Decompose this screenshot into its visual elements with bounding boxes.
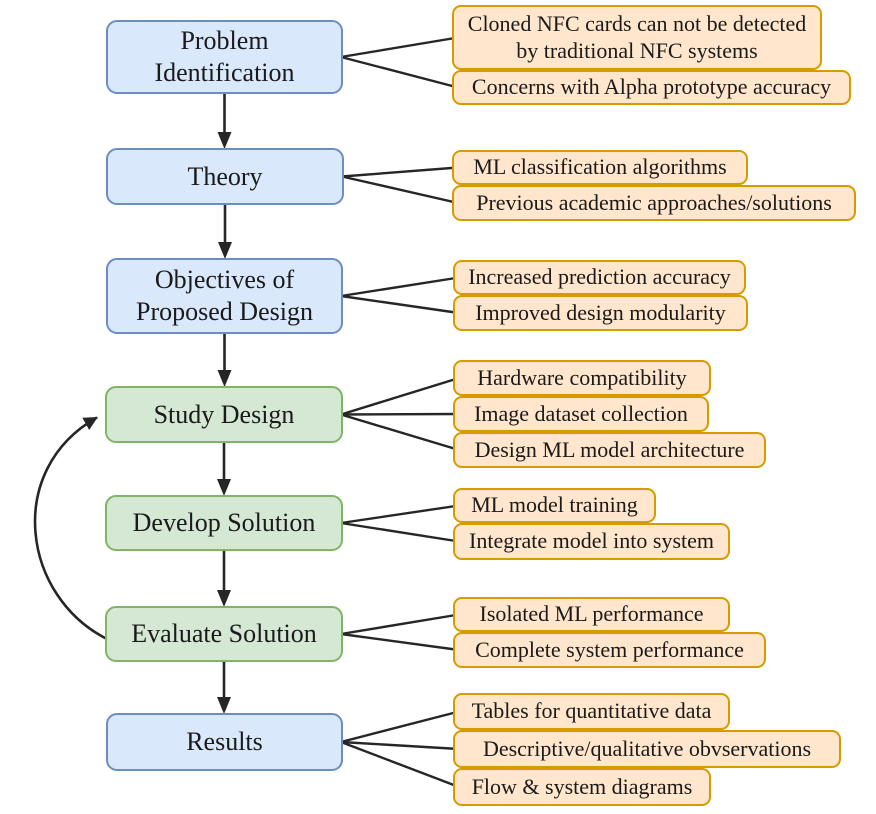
- stage-branch-connector: [340, 413, 460, 452]
- branch-integrate-model: Integrate model into system: [453, 523, 730, 560]
- stage-problem-identification: Problem Identification: [106, 20, 343, 94]
- branch-descriptive: Descriptive/qualitative obvservations: [453, 730, 841, 768]
- branch-previous-academic: Previous academic approaches/solutions: [452, 185, 856, 221]
- branch-flow-diagrams: Flow & system diagrams: [453, 768, 711, 806]
- branch-design-modularity: Improved design modularity: [453, 295, 748, 331]
- flow-arrowhead: [217, 697, 231, 714]
- branch-complete-system: Complete system performance: [453, 632, 766, 668]
- branch-image-dataset: Image dataset collection: [453, 396, 709, 432]
- stage-branch-connector: [340, 632, 460, 652]
- flow-arrowhead: [217, 479, 231, 496]
- stage-branch-connector: [340, 521, 460, 543]
- stage-results: Results: [106, 713, 343, 771]
- stage-branch-connector: [340, 504, 460, 525]
- branch-cloned-nfc: Cloned NFC cards can not be detected by …: [452, 5, 822, 70]
- branch-prediction-accuracy: Increased prediction accuracy: [453, 260, 746, 295]
- branch-ml-training: ML model training: [453, 488, 656, 523]
- stage-branch-connector: [340, 613, 460, 636]
- stage-branch-connector: [340, 710, 460, 744]
- stage-branch-connector: [340, 376, 460, 416]
- branch-ml-architecture: Design ML model architecture: [453, 432, 766, 468]
- branch-ml-classification: ML classification algorithms: [452, 150, 748, 185]
- stage-branch-connector: [340, 276, 460, 298]
- stage-branch-connector: [340, 55, 459, 89]
- branch-alpha-accuracy: Concerns with Alpha prototype accuracy: [452, 70, 851, 105]
- stage-branch-connector: [340, 740, 460, 751]
- flow-arrowhead: [217, 590, 231, 607]
- stage-branch-connector: [341, 175, 459, 205]
- flow-arrowhead: [217, 370, 232, 387]
- feedback-arrow: [33, 416, 110, 642]
- branch-isolated-ml: Isolated ML performance: [453, 597, 730, 632]
- stage-branch-connector: [340, 412, 460, 416]
- stage-branch-connector: [340, 740, 460, 789]
- flow-arrowhead: [218, 242, 232, 259]
- stage-evaluate-solution: Evaluate Solution: [105, 606, 343, 662]
- stage-objectives-of-proposed-design: Objectives of Proposed Design: [106, 258, 343, 334]
- branch-tables: Tables for quantitative data: [453, 693, 730, 730]
- stage-branch-connector: [340, 36, 459, 59]
- stage-branch-connector: [340, 294, 460, 315]
- stage-branch-connector: [341, 166, 459, 178]
- stage-develop-solution: Develop Solution: [105, 495, 343, 551]
- stage-theory: Theory: [106, 148, 344, 205]
- branch-hardware-compatibility: Hardware compatibility: [453, 360, 711, 396]
- flow-arrowhead: [217, 132, 232, 149]
- stage-study-design: Study Design: [105, 386, 343, 443]
